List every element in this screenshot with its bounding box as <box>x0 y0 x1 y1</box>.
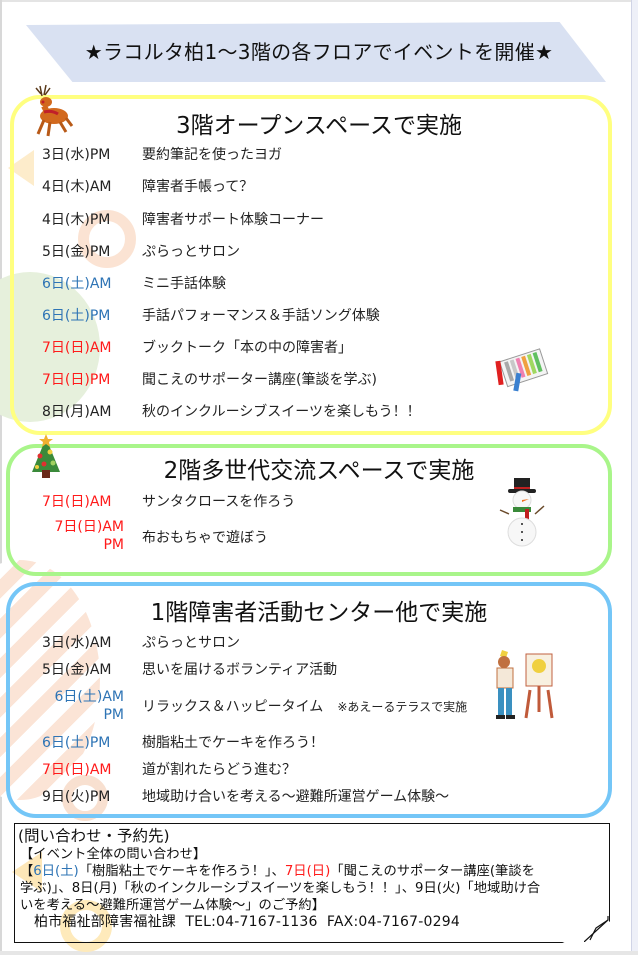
page-top-edge <box>0 0 638 2</box>
contact-date-sun: 7日(日) <box>284 864 331 879</box>
event-title: 障害者手帳って？ <box>142 179 254 195</box>
event-row: 8日(月)AM 秋のインクルーシブスイーツを楽しもう！！ <box>42 401 421 423</box>
event-date: 3日(水)AM <box>42 635 112 651</box>
event-title: 秋のインクルーシブスイーツを楽しもう！！ <box>142 404 421 420</box>
event-title: リラックス＆ハッピータイム <box>142 699 324 715</box>
event-date: 7日(日)AM <box>42 494 112 510</box>
event-date: 5日(金)PM <box>42 244 111 260</box>
contact-phone-line: 柏市福祉部障害福祉課 TEL:04-7167-1136 FAX:04-7167-… <box>34 914 610 931</box>
contact-line3: いを考える～避難所運営ゲーム体験～」のご予約】 <box>20 898 326 913</box>
floor2-section <box>6 444 612 576</box>
christmas-tree-icon <box>32 434 60 478</box>
event-title: 要約筆記を使ったヨガ <box>142 147 282 163</box>
floor3-title: 3階オープンスペースで実施 <box>175 113 463 139</box>
contact-line1: 【6日(土)「樹脂粘土でケーキを作ろう！」、7日(日)「聞こえのサポーター講座(… <box>20 863 610 880</box>
scrollbar-track[interactable] <box>631 0 638 955</box>
event-date: 6日(土)AM <box>42 276 112 292</box>
event-date: 9日(火)PM <box>42 789 111 805</box>
event-date: 8日(月)AM <box>42 404 112 420</box>
event-row: 5日(金)PM ぷらっとサロン <box>42 241 240 263</box>
event-note: ※あえーるテラスで実施 <box>337 700 468 714</box>
contact-line2: 学ぶ)」、8日(月)「秋のインクルーシブスイーツを楽しもう！！」、9日(火)「地… <box>20 881 541 896</box>
contact-text: 「聞こえのサポーター講座(筆談を <box>330 864 535 879</box>
event-title: 樹脂粘土でケーキを作ろう！ <box>142 735 324 751</box>
event-title: 手話パフォーマンス＆手話ソング体験 <box>142 308 380 324</box>
event-title: 障害者サポート体験コーナー <box>142 212 324 228</box>
event-row: 6日(土)AM ミニ手話体験 <box>42 273 226 295</box>
event-date: 4日(木)PM <box>42 212 111 228</box>
event-date: 6日(土)PM <box>42 735 111 751</box>
floor2-title: 2階多世代交流スペースで実施 <box>163 458 475 484</box>
contact-heading: (問い合わせ・予約先) <box>18 827 170 845</box>
event-row: 7日(日)AM サンタクロースを作ろう <box>42 491 295 513</box>
event-date: 6日(土)PM <box>42 308 111 324</box>
event-row: 7日(日)PM 聞こえのサポーター講座(筆談を学ぶ) <box>42 369 377 391</box>
event-row: 4日(木)AM 障害者手帳って？ <box>42 176 253 198</box>
event-date: 4日(木)AM <box>42 179 112 195</box>
event-title: ぷらっとサロン <box>142 244 240 260</box>
floor1-title: 1階障害者活動センター他で実施 <box>150 600 488 626</box>
event-date: 3日(水)PM <box>42 147 111 163</box>
event-row: 3日(水)PM 要約筆記を使ったヨガ <box>42 144 282 166</box>
event-row: 布おもちゃで遊ぼう <box>142 527 268 549</box>
event-row: 7日(日)AM ブックトーク「本の中の障害者」 <box>42 337 352 359</box>
office-name: 柏市福祉部障害福祉課 <box>34 914 176 930</box>
contact-general: 【イベント全体の問い合わせ】 <box>20 847 207 862</box>
crayons-icon <box>495 348 549 392</box>
page-title: ★ラコルタ柏1～3階の各フロアでイベントを開催★ <box>84 40 554 64</box>
event-title: 道が割れたらどう進む？ <box>142 762 296 778</box>
event-date-line2: PM <box>103 707 124 723</box>
event-date-line1: 7日(日)AM <box>54 519 125 535</box>
event-title: 布おもちゃで遊ぼう <box>142 530 268 546</box>
page-bottom-edge <box>0 951 638 955</box>
floor1-section <box>6 582 612 818</box>
event-date: 7日(日)AM <box>42 340 112 356</box>
page-curl-icon <box>584 916 609 942</box>
fax-number: FAX:04-7167-0294 <box>326 914 460 930</box>
event-date-line1: 6日(土)AM <box>54 689 125 705</box>
event-title: 思いを届けるボランティア活動 <box>142 662 338 678</box>
event-date: 7日(日)PM <box>42 372 111 388</box>
event-date-line2: PM <box>103 537 124 553</box>
tel-number: TEL:04-7167-1136 <box>185 914 318 930</box>
snowman-icon <box>499 478 545 547</box>
contact-text: 「樹脂粘土でケーキを作ろう！」、 <box>78 864 285 879</box>
event-date: 6日(土)AM PM <box>42 688 125 724</box>
event-row: 5日(金)AM 思いを届けるボランティア活動 <box>42 659 337 681</box>
event-title: 聞こえのサポーター講座(筆談を学ぶ) <box>142 372 377 388</box>
bracket: 【 <box>20 864 34 879</box>
event-date: 5日(金)AM <box>42 662 112 678</box>
event-row: 6日(土)PM 手話パフォーマンス＆手話ソング体験 <box>42 305 380 327</box>
event-title: ブックトーク「本の中の障害者」 <box>142 340 352 356</box>
event-row: 7日(日)AM 道が割れたらどう進む？ <box>42 759 296 781</box>
event-row: 9日(火)PM 地域助け合いを考える～避難所運営ゲーム体験～ <box>42 786 449 808</box>
event-title: ミニ手話体験 <box>142 276 226 292</box>
event-row: リラックス＆ハッピータイム ※あえーるテラスで実施 <box>142 696 467 718</box>
title-banner <box>26 22 606 82</box>
event-title: ぷらっとサロン <box>142 635 240 651</box>
event-date: 7日(日)AM PM <box>42 518 125 554</box>
contact-content: (問い合わせ・予約先) 【イベント全体の問い合わせ】 【6日(土)「樹脂粘土でケ… <box>18 826 610 931</box>
event-title: サンタクロースを作ろう <box>142 494 296 510</box>
event-title: 地域助け合いを考える～避難所運営ゲーム体験～ <box>142 789 450 805</box>
artist-laugh-icon <box>496 650 554 719</box>
page-left-edge <box>0 0 2 955</box>
event-row: 6日(土)PM 樹脂粘土でケーキを作ろう！ <box>42 732 324 754</box>
floor3-section <box>10 95 612 435</box>
event-row: 3日(水)AM ぷらっとサロン <box>42 632 240 654</box>
event-date: 7日(日)AM <box>42 762 112 778</box>
reindeer-icon <box>35 84 74 137</box>
contact-date-sat: 6日(土) <box>33 864 79 879</box>
event-row: 4日(木)PM 障害者サポート体験コーナー <box>42 209 324 231</box>
contact-box <box>14 823 610 943</box>
